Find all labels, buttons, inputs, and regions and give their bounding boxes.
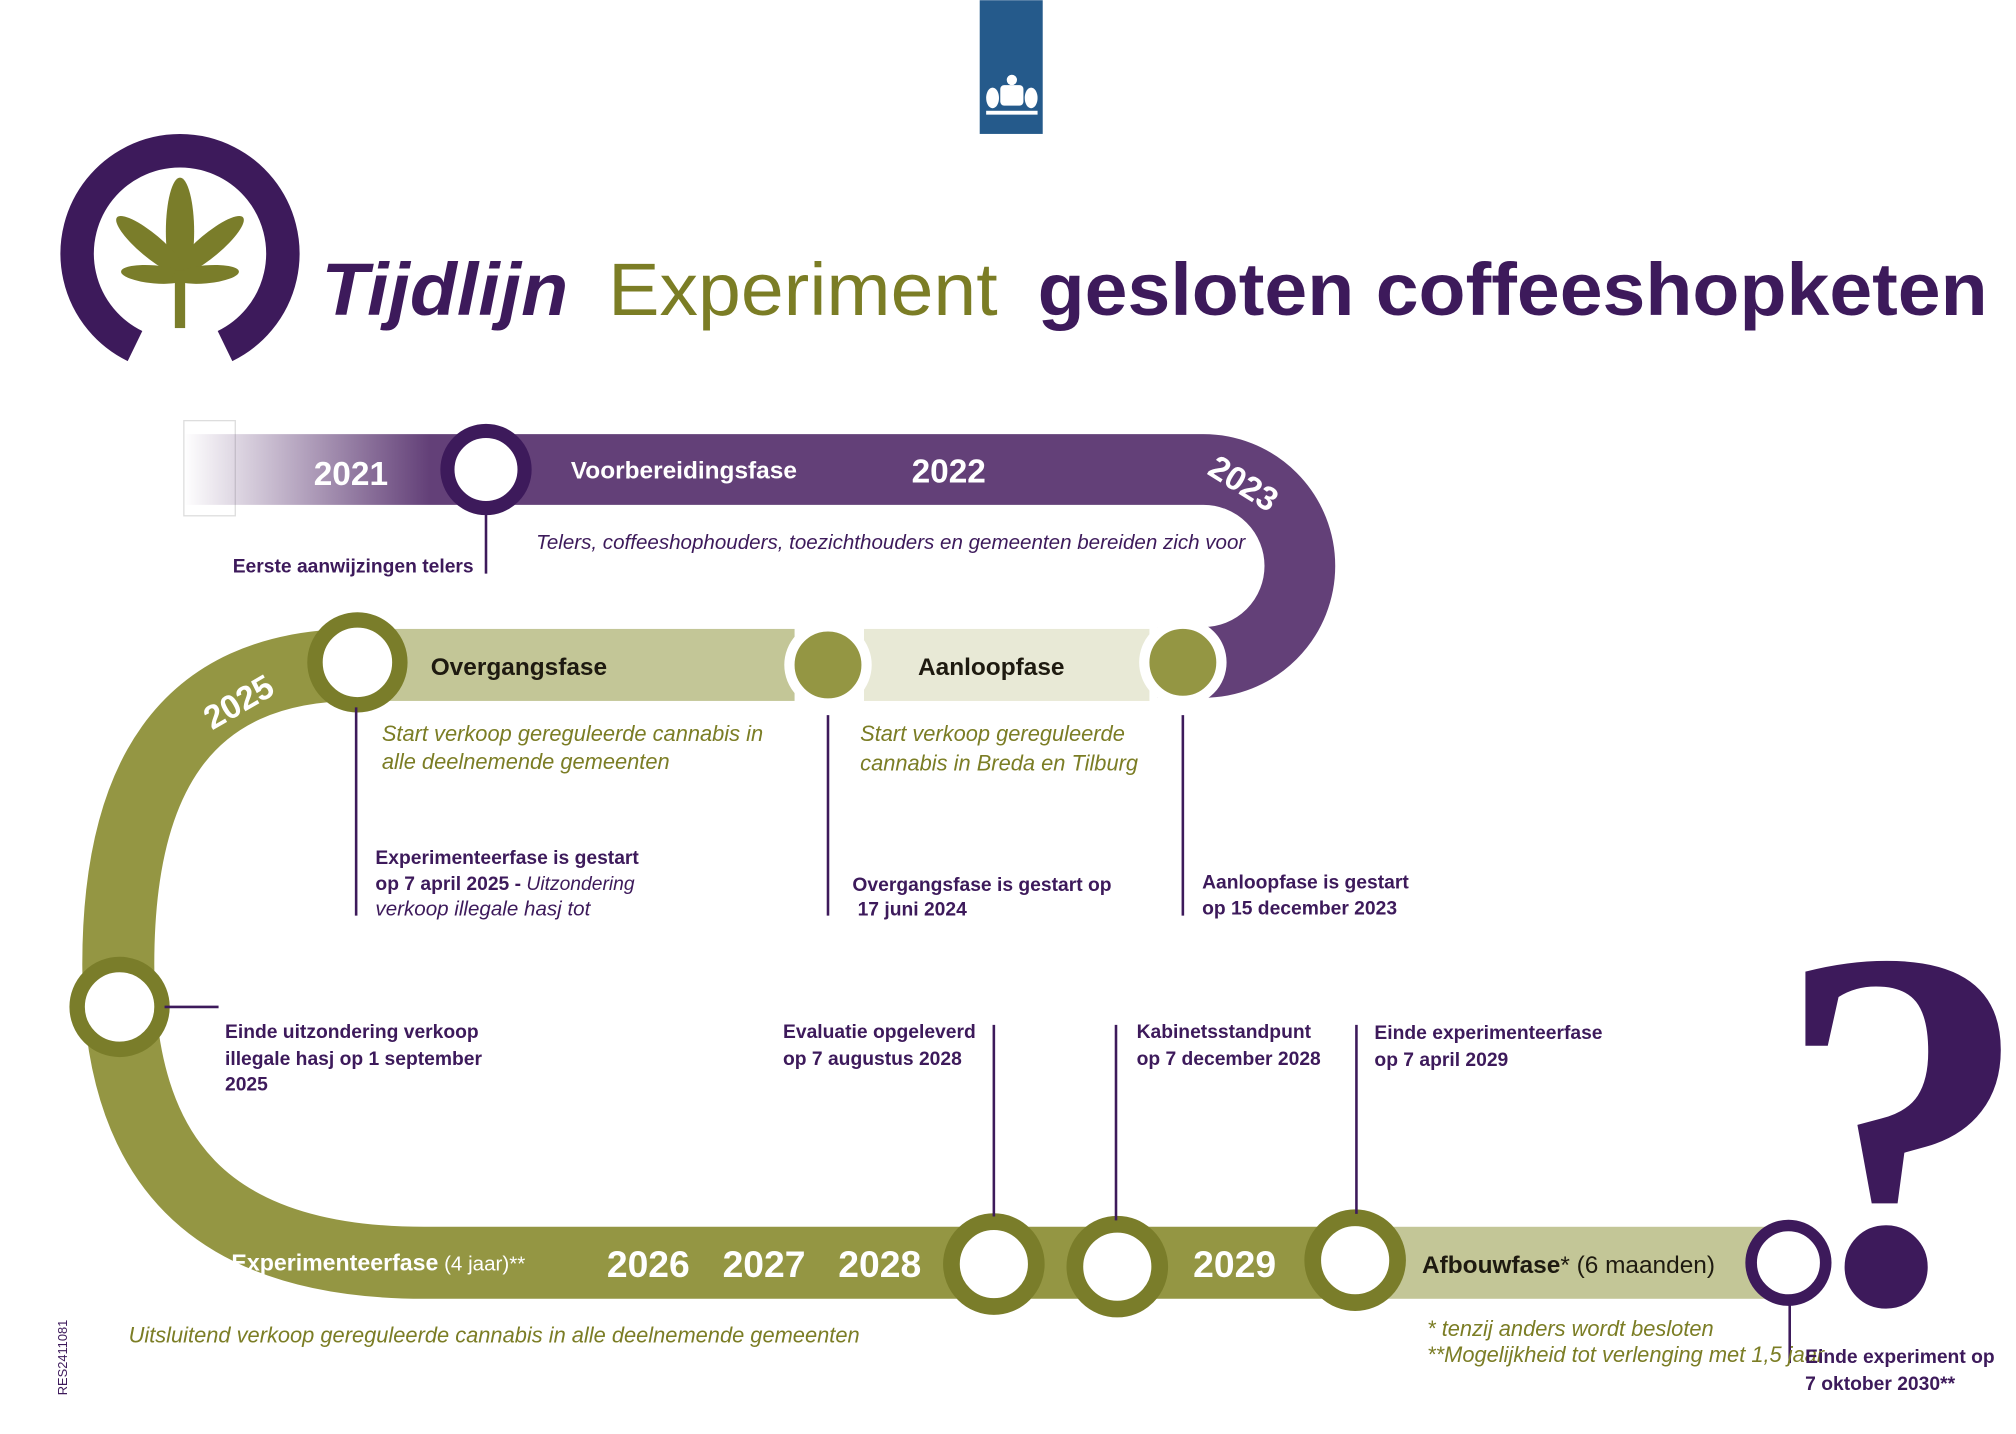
event-overgang-1: Overgangsfase is gestart op	[852, 875, 1111, 896]
milestone-2025-start	[307, 612, 408, 713]
event-evaluatie-1: Evaluatie opgeleverd	[783, 1022, 976, 1043]
preparation-description: Telers, coffeeshophouders, toezichthoude…	[536, 531, 1246, 554]
phase-experiment: Experimenteerfase (4 jaar)**	[231, 1250, 525, 1276]
event-einde-exp-2: op 7 april 2029	[1374, 1050, 1508, 1071]
event-hasj-2: illegale hasj op 1 september	[225, 1049, 482, 1070]
event-eerste-aanwijzingen: Eerste aanwijzingen telers	[233, 556, 474, 577]
aanloop-desc-1: Start verkoop gereguleerde	[860, 721, 1125, 746]
event-aanloop-1: Aanloopfase is gestart	[1202, 873, 1409, 894]
milestone-overgang	[784, 621, 872, 709]
page-title: Tijdlijn Experiment gesloten coffeeshopk…	[321, 247, 1987, 331]
year-2022: 2022	[912, 453, 986, 490]
question-mark: ?	[1774, 844, 2016, 1413]
event-experiment-2: op 7 april 2025 - Uitzondering	[375, 874, 634, 895]
event-einde-exp-1: Einde experimenteerfase	[1374, 1023, 1602, 1044]
overgang-desc-1: Start verkoop gereguleerde cannabis in	[382, 721, 763, 746]
milestone-hasj-end	[69, 956, 170, 1058]
year-2029: 2029	[1193, 1243, 1276, 1285]
cannabis-logo	[60, 134, 300, 362]
footnote-1: * tenzij anders wordt besloten	[1427, 1316, 1714, 1341]
year-2027: 2027	[723, 1243, 806, 1285]
event-end-1: Einde experiment op	[1805, 1347, 1995, 1368]
coat-of-arms-icon	[986, 74, 1038, 115]
transition-band	[357, 628, 795, 701]
event-kabinet-2: op 7 december 2028	[1137, 1049, 1321, 1070]
milestone-aanloop	[1139, 618, 1227, 707]
cannabis-leaf-icon	[116, 177, 244, 329]
runup-band	[864, 628, 1150, 701]
phase-overgang: Overgangsfase	[431, 654, 607, 681]
experiment-band	[82, 628, 1363, 1299]
phase-voorbereiding: Voorbereidingsfase	[571, 458, 797, 485]
milestone-einde-exp	[1304, 1209, 1406, 1311]
preparation-band	[183, 434, 1336, 698]
phase-aanloop: Aanloopfase	[918, 654, 1064, 681]
document-code: RES2411081	[55, 1320, 70, 1395]
year-2028: 2028	[838, 1243, 921, 1285]
event-experiment-1: Experimenteerfase is gestart	[375, 848, 639, 869]
milestone-end	[1745, 1219, 1832, 1306]
event-hasj-1: Einde uitzondering verkoop	[225, 1022, 479, 1043]
experiment-description: Uitsluitend verkoop gereguleerde cannabi…	[129, 1323, 860, 1348]
overgang-desc-2: alle deelnemende gemeenten	[382, 749, 670, 774]
footnote-2: **Mogelijkheid tot verlenging met 1,5 ja…	[1427, 1342, 1826, 1367]
event-end-2: 7 oktober 2030**	[1805, 1374, 1955, 1395]
event-hasj-3: 2025	[225, 1075, 268, 1096]
milestone-kabinet	[1066, 1215, 1169, 1318]
event-evaluatie-2: op 7 augustus 2028	[783, 1049, 962, 1070]
phase-afbouw: Afbouwfase* (6 maanden)	[1422, 1252, 1715, 1279]
aanloop-desc-2: cannabis in Breda en Tilburg	[860, 750, 1138, 775]
event-experiment-3: verkoop illegale hasj tot	[375, 898, 591, 921]
year-2026: 2026	[607, 1243, 690, 1285]
event-kabinet-1: Kabinetsstandpunt	[1137, 1022, 1312, 1043]
milestone-2021	[440, 423, 532, 516]
phaseout-band	[1362, 1226, 1788, 1299]
event-aanloop-2: op 15 december 2023	[1202, 898, 1397, 919]
milestone-evaluatie	[943, 1213, 1045, 1315]
year-2021: 2021	[314, 456, 388, 493]
government-logo	[979, 0, 1043, 134]
event-overgang-2: 17 juni 2024	[858, 900, 968, 921]
connector-lines	[164, 509, 1792, 1364]
